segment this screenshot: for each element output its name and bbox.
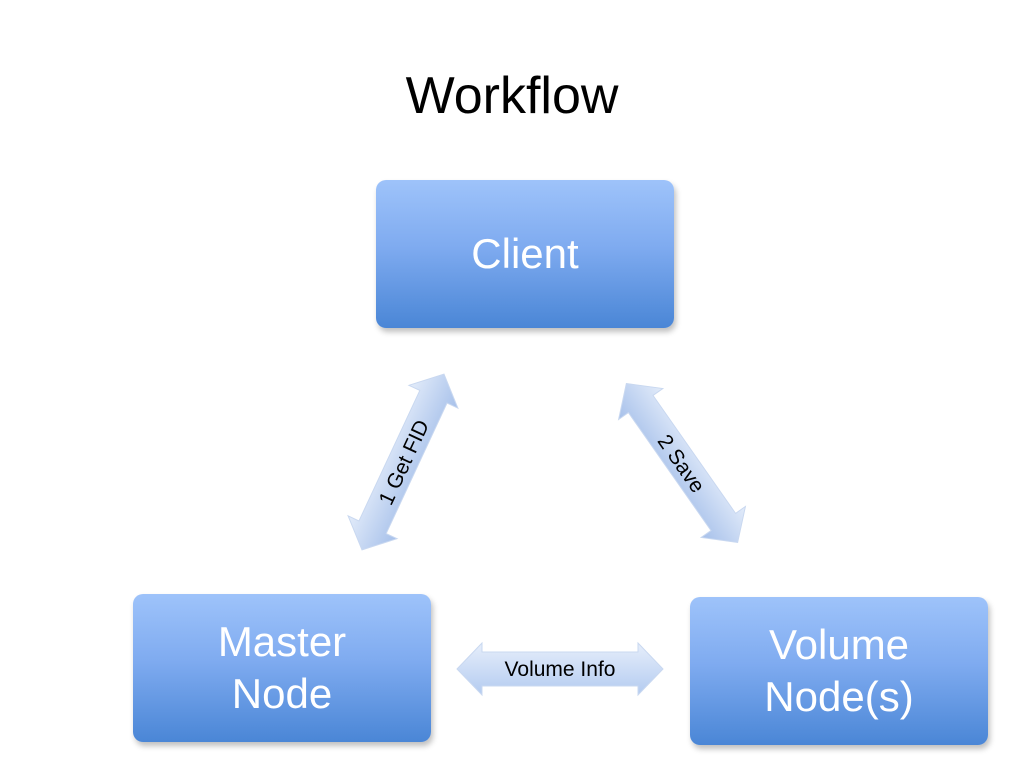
- volume-node: Volume Node(s): [690, 597, 988, 745]
- slide-title: Workflow: [405, 67, 619, 125]
- master-node-label-line2: Node: [231, 670, 333, 717]
- volume-info-arrow: Volume Info: [456, 641, 664, 697]
- save-arrow: 2 Save: [617, 382, 747, 544]
- client-node-label: Client: [471, 230, 579, 277]
- master-node-label-line1: Master: [217, 618, 347, 665]
- volume-node-label-line2: Node(s): [764, 673, 914, 720]
- client-node: Client: [376, 180, 674, 328]
- get-fid-arrow: 1 Get FID: [347, 373, 459, 551]
- master-node: Master Node: [133, 594, 431, 742]
- volume-info-label: Volume Info: [505, 658, 616, 681]
- volume-node-label-line1: Volume: [768, 621, 910, 668]
